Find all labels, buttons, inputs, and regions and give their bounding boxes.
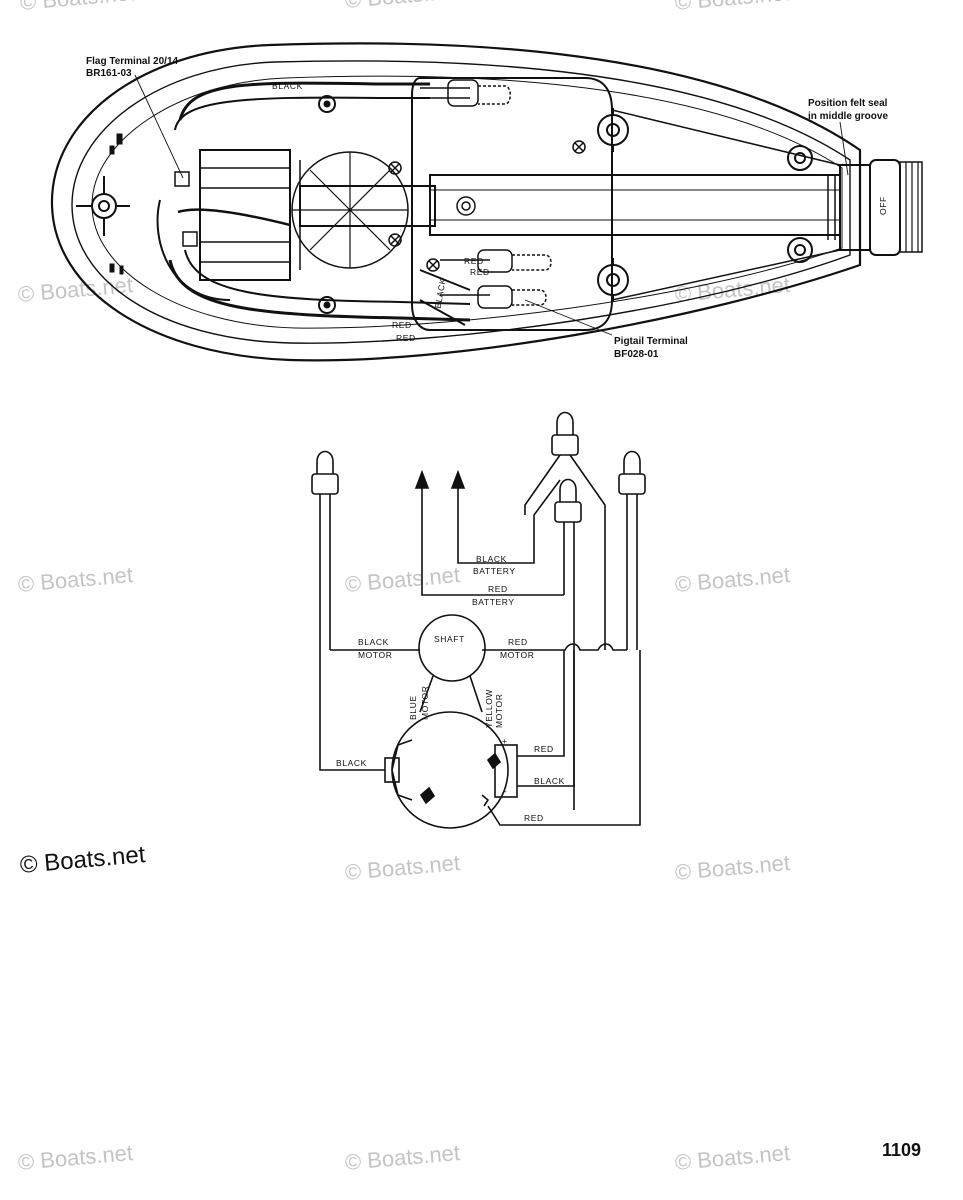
wire-label-yellow-motor: YELLOW	[484, 689, 494, 728]
wire-label-black-motor: MOTOR	[358, 650, 392, 660]
plug-red-motor	[623, 450, 641, 474]
plug-black-motor	[311, 473, 339, 495]
terminal-plus-label: +	[502, 736, 508, 746]
shaft-label: SHAFT	[434, 634, 465, 644]
terminal-minus-label: -	[504, 786, 507, 796]
switch-off-label: OFF	[878, 196, 888, 215]
wire-label-black: BLACK	[534, 776, 565, 786]
housing-label-red: RED	[392, 320, 412, 330]
wire-label-red-battery: RED	[488, 584, 508, 594]
wire-label-red: RED	[534, 744, 554, 754]
housing-label-red: RED	[470, 267, 490, 277]
flag-terminal-callout: Flag Terminal 20/14	[86, 56, 179, 67]
page-number: 1109	[881, 1140, 921, 1160]
plug-battery	[556, 411, 574, 435]
wire-label-red-motor: MOTOR	[500, 650, 534, 660]
felt-seal-callout: Position felt seal	[808, 98, 888, 109]
wire-label-black-battery: BLACK	[476, 554, 507, 564]
shaft-circle	[418, 614, 486, 682]
wire-label-black: BLACK	[336, 758, 367, 768]
wire-label-yellow-motor: MOTOR	[494, 694, 504, 728]
schematic-labels: BLACK BATTERY RED BATTERY BLACK MOTOR RE…	[336, 554, 565, 823]
brush-terminal	[494, 744, 518, 798]
plug-battery	[554, 501, 582, 523]
wire-label-blue-motor: BLUE	[408, 695, 418, 720]
wire-label-red-motor: RED	[508, 637, 528, 647]
motor-housing-drawing	[50, 42, 923, 362]
wire-label-black-motor: BLACK	[358, 637, 389, 647]
housing-label-black: BLACK	[433, 277, 448, 309]
flag-terminal-part-number: BR161-03	[86, 68, 132, 79]
wire-label-red: RED	[524, 813, 544, 823]
housing-label-black: BLACK	[272, 81, 303, 91]
housing-labels: BLACK OFF RED RED BLACK RED RED	[272, 81, 888, 343]
plug-red-motor	[618, 473, 646, 495]
plug-battery	[551, 434, 579, 456]
arrow-up-icon	[414, 469, 430, 489]
felt-seal-callout: in middle groove	[808, 111, 888, 122]
wiring-schematic	[311, 411, 646, 829]
arrow-up-icon	[450, 469, 466, 489]
wire-label-black-battery: BATTERY	[473, 566, 516, 576]
pigtail-terminal-part-number: BF028-01	[614, 349, 659, 360]
callouts: Flag Terminal 20/14 BR161-03 Position fe…	[86, 56, 888, 360]
housing-label-red: RED	[464, 256, 484, 266]
pigtail-terminal-callout: Pigtail Terminal	[614, 336, 688, 347]
plug-black-motor	[316, 450, 334, 474]
housing-label-red: RED	[396, 333, 416, 343]
wire-label-red-battery: BATTERY	[472, 597, 515, 607]
plug-battery	[559, 478, 577, 502]
wire-label-blue-motor: MOTOR	[420, 686, 430, 720]
